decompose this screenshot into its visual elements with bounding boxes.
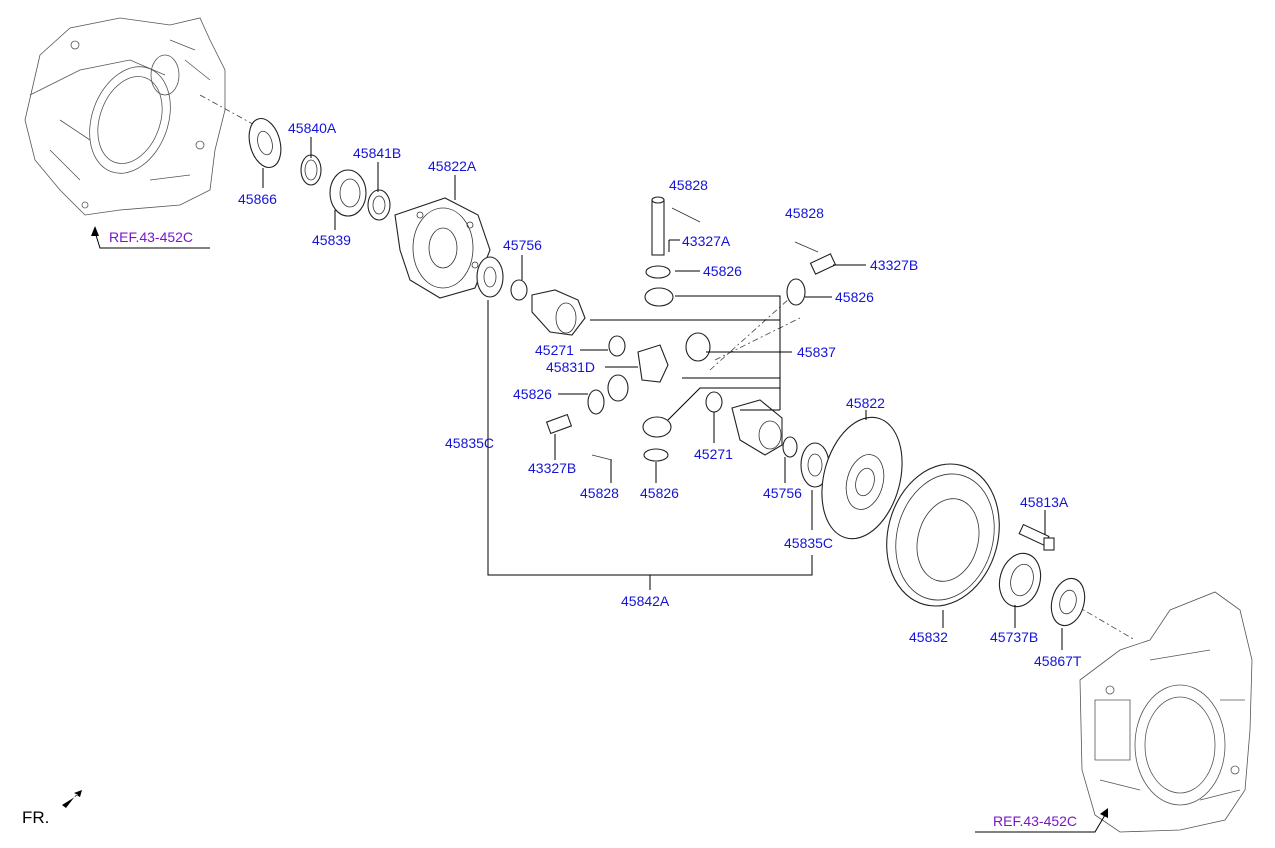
pinion-gear-top[interactable] xyxy=(644,287,674,307)
pinion-gear-left[interactable] xyxy=(607,374,629,402)
label-45826-left[interactable]: 45826 xyxy=(513,386,552,402)
transaxle-housing-right xyxy=(1079,591,1253,833)
thrust-washer-45866[interactable] xyxy=(244,115,286,171)
label-45826-top[interactable]: 45826 xyxy=(703,263,742,279)
ref-link-top-left[interactable]: REF.43-452C xyxy=(109,229,193,245)
label-43327B-left[interactable]: 43327B xyxy=(528,460,576,476)
differential-case-45822A[interactable] xyxy=(394,197,491,299)
washer-45826-top[interactable] xyxy=(645,265,671,279)
differential-case-45822[interactable] xyxy=(809,408,915,547)
washer-45826-right[interactable] xyxy=(786,278,806,306)
label-45822[interactable]: 45822 xyxy=(846,395,885,411)
transaxle-housing-left xyxy=(24,17,226,216)
label-45271-right[interactable]: 45271 xyxy=(694,446,733,462)
washer-45826-left[interactable] xyxy=(587,389,605,415)
ref-arrow-bottom-right xyxy=(1100,808,1108,818)
label-45835C-left[interactable]: 45835C xyxy=(445,435,494,451)
bearing-45737B[interactable] xyxy=(994,549,1047,612)
label-45867T[interactable]: 45867T xyxy=(1034,653,1082,669)
label-45756-bottom[interactable]: 45756 xyxy=(763,485,802,501)
snap-ring-45756-bottom[interactable] xyxy=(782,436,798,458)
washer-45826-bottom[interactable] xyxy=(643,448,669,462)
label-43327B-right[interactable]: 43327B xyxy=(870,257,918,273)
axis-line-lower xyxy=(1074,604,1136,641)
bearing-45839[interactable] xyxy=(329,169,367,217)
axis-line-upper xyxy=(199,94,261,129)
pinion-shaft-43327B-right[interactable] xyxy=(794,241,837,275)
label-45737B[interactable]: 45737B xyxy=(990,629,1038,645)
label-43327A[interactable]: 43327A xyxy=(682,233,731,249)
label-45841B[interactable]: 45841B xyxy=(353,145,401,161)
label-45866[interactable]: 45866 xyxy=(238,191,277,207)
label-45828-right[interactable]: 45828 xyxy=(785,205,824,221)
pinion-gear-45837[interactable] xyxy=(685,332,711,362)
ring-gear-45832[interactable] xyxy=(871,451,1015,619)
race-45841B[interactable] xyxy=(367,189,391,221)
label-45822A[interactable]: 45822A xyxy=(428,158,477,174)
label-45756-top[interactable]: 45756 xyxy=(503,237,542,253)
pinion-shaft-43327B-left[interactable] xyxy=(545,413,573,435)
label-45831D[interactable]: 45831D xyxy=(546,359,595,375)
shim-45835C-left[interactable] xyxy=(476,256,504,298)
pinion-gear-bottom[interactable] xyxy=(642,416,672,438)
label-45837[interactable]: 45837 xyxy=(797,344,836,360)
thrust-washer-45271-right[interactable] xyxy=(705,391,723,413)
label-45826-right[interactable]: 45826 xyxy=(835,289,874,305)
label-45842A[interactable]: 45842A xyxy=(621,593,670,609)
ref-arrow-top-left xyxy=(91,226,99,236)
label-45839[interactable]: 45839 xyxy=(312,232,351,248)
front-direction-arrow xyxy=(62,790,82,808)
spacer-45831D[interactable] xyxy=(637,344,669,383)
lock-pin-45828-bottom[interactable] xyxy=(591,454,613,461)
pinion-shaft-43327A[interactable] xyxy=(651,196,701,256)
side-gear-right[interactable] xyxy=(731,399,783,456)
label-45840A[interactable]: 45840A xyxy=(288,120,337,136)
label-45813A[interactable]: 45813A xyxy=(1020,494,1069,510)
bolt-45813A[interactable] xyxy=(1018,523,1055,551)
thrust-washer-45271-left[interactable] xyxy=(608,335,626,357)
oil-seal-45840A[interactable] xyxy=(300,154,322,186)
thrust-washer-45867T[interactable] xyxy=(1046,575,1089,630)
label-45828-top[interactable]: 45828 xyxy=(669,177,708,193)
label-45271-left[interactable]: 45271 xyxy=(535,342,574,358)
label-45826-bottom[interactable]: 45826 xyxy=(640,485,679,501)
ref-link-bottom-right[interactable]: REF.43-452C xyxy=(993,813,1077,829)
side-gear-left[interactable] xyxy=(531,289,586,336)
front-direction-label: FR. xyxy=(22,808,49,827)
snap-ring-45756-top[interactable] xyxy=(510,279,528,301)
leader-lines xyxy=(91,137,1108,833)
label-45835C-right[interactable]: 45835C xyxy=(784,535,833,551)
label-45832[interactable]: 45832 xyxy=(909,629,948,645)
gear-axis-line xyxy=(709,297,801,371)
label-45828-bottom[interactable]: 45828 xyxy=(580,485,619,501)
